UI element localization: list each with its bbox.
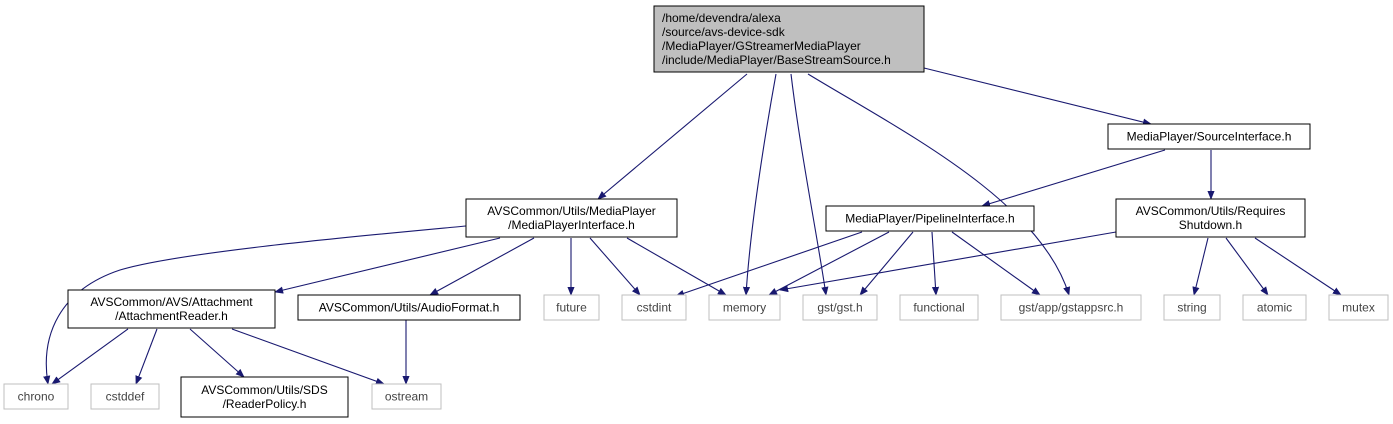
node-cstddef[interactable]: cstddef <box>90 383 160 410</box>
node-label-line: future <box>556 301 587 315</box>
node-box <box>1242 294 1307 321</box>
node-label-line: atomic <box>1257 301 1292 315</box>
node-label-line: /MediaPlayerInterface.h <box>508 218 635 232</box>
node-label-line: string <box>1177 301 1206 315</box>
edge-root-to-srci <box>923 67 1152 126</box>
edge-pli-to-cstdint <box>675 231 863 297</box>
edge-root-to-gstappsrc <box>807 73 1071 296</box>
edge-pli-to-gst <box>859 231 914 296</box>
node-label-line: functional <box>913 301 964 315</box>
node-label-line: MediaPlayer/PipelineInterface.h <box>845 212 1014 226</box>
node-label-line: mutex <box>1342 301 1375 315</box>
edge-srci-to-pli <box>981 149 1166 208</box>
node-label-line: /include/MediaPlayer/BaseStreamSource.h <box>662 53 891 67</box>
edge-ar-to-ostream <box>231 328 385 385</box>
node-ostream[interactable]: ostream <box>371 383 442 410</box>
edge-ar-to-cstddef <box>135 328 158 385</box>
node-box <box>297 294 521 321</box>
node-box <box>90 383 160 410</box>
node-af[interactable]: AVSCommon/Utils/AudioFormat.h <box>297 294 521 321</box>
edge-mpi-to-cstdint <box>589 237 641 296</box>
edge-ar-to-chrono <box>51 328 129 385</box>
node-label-line: MediaPlayer/SourceInterface.h <box>1127 130 1292 144</box>
node-box <box>543 294 600 321</box>
node-box <box>67 289 276 329</box>
node-label-line: cstdint <box>637 301 672 315</box>
node-box <box>371 383 442 410</box>
node-box <box>653 5 925 73</box>
edge-ar-to-rp <box>189 328 245 378</box>
node-chrono[interactable]: chrono <box>3 383 69 410</box>
node-label-line: Shutdown.h <box>1179 218 1242 232</box>
node-label-line: AVSCommon/AVS/Attachment <box>90 295 253 309</box>
node-ar[interactable]: AVSCommon/AVS/Attachment/AttachmentReade… <box>67 289 276 329</box>
edge-rsd-to-string <box>1192 237 1209 296</box>
node-label-line: memory <box>723 301 766 315</box>
node-box <box>180 376 349 418</box>
node-box <box>1115 198 1306 238</box>
node-box <box>708 294 781 321</box>
node-label-line: /ReaderPolicy.h <box>223 397 307 411</box>
node-box <box>899 294 979 321</box>
node-future[interactable]: future <box>543 294 600 321</box>
dependency-nodes: /home/devendra/alexa/source/avs-device-s… <box>3 5 1389 418</box>
edge-pli-to-gstappsrc <box>951 231 1041 296</box>
node-label-line: /source/avs-device-sdk <box>662 25 786 39</box>
node-box <box>1000 294 1142 321</box>
dependency-edges <box>43 67 1342 385</box>
node-box <box>825 205 1035 232</box>
node-label-line: cstddef <box>106 390 145 404</box>
node-srci[interactable]: MediaPlayer/SourceInterface.h <box>1107 123 1311 150</box>
node-box <box>621 294 687 321</box>
edge-mpi-to-chrono <box>43 225 467 385</box>
node-label-line: /AttachmentReader.h <box>115 309 228 323</box>
node-pli[interactable]: MediaPlayer/PipelineInterface.h <box>825 205 1035 232</box>
node-box <box>802 294 878 321</box>
node-root[interactable]: /home/devendra/alexa/source/avs-device-s… <box>653 5 925 73</box>
edge-rsd-to-atomic <box>1225 237 1269 296</box>
node-memory[interactable]: memory <box>708 294 781 321</box>
node-atomic[interactable]: atomic <box>1242 294 1307 321</box>
node-label-line: AVSCommon/Utils/MediaPlayer <box>487 204 656 218</box>
node-rp[interactable]: AVSCommon/Utils/SDS/ReaderPolicy.h <box>180 376 349 418</box>
node-cstdint[interactable]: cstdint <box>621 294 687 321</box>
node-box <box>1328 294 1389 321</box>
edge-mpi-to-memory <box>626 237 727 296</box>
edge-rsd-to-memory <box>779 231 1117 293</box>
node-functional[interactable]: functional <box>899 294 979 321</box>
node-label-line: ostream <box>385 390 428 404</box>
node-box <box>1107 123 1311 150</box>
node-label-line: AVSCommon/Utils/AudioFormat.h <box>319 301 500 315</box>
node-label-line: AVSCommon/Utils/SDS <box>201 383 327 397</box>
node-box <box>1163 294 1221 321</box>
node-label-line: chrono <box>18 390 55 404</box>
edge-pli-to-memory <box>768 231 890 296</box>
edge-root-to-mpi <box>597 73 748 200</box>
node-box <box>3 383 69 410</box>
node-gst[interactable]: gst/gst.h <box>802 294 878 321</box>
edge-rsd-to-mutex <box>1254 237 1342 296</box>
node-string[interactable]: string <box>1163 294 1221 321</box>
node-label-line: /MediaPlayer/GStreamerMediaPlayer <box>662 39 861 53</box>
node-box <box>465 198 678 238</box>
node-label-line: gst/gst.h <box>817 301 862 315</box>
node-label-line: AVSCommon/Utils/Requires <box>1136 204 1286 218</box>
node-mpi[interactable]: AVSCommon/Utils/MediaPlayer/MediaPlayerI… <box>465 198 678 238</box>
node-label-line: /home/devendra/alexa <box>662 11 781 25</box>
node-label-line: gst/app/gstappsrc.h <box>1019 301 1124 315</box>
edge-root-to-gst <box>790 73 829 296</box>
node-gstappsrc[interactable]: gst/app/gstappsrc.h <box>1000 294 1142 321</box>
edge-root-to-memory <box>742 73 777 296</box>
node-mutex[interactable]: mutex <box>1328 294 1389 321</box>
edge-mpi-to-af <box>429 237 535 296</box>
edge-mpi-to-ar <box>274 237 501 294</box>
